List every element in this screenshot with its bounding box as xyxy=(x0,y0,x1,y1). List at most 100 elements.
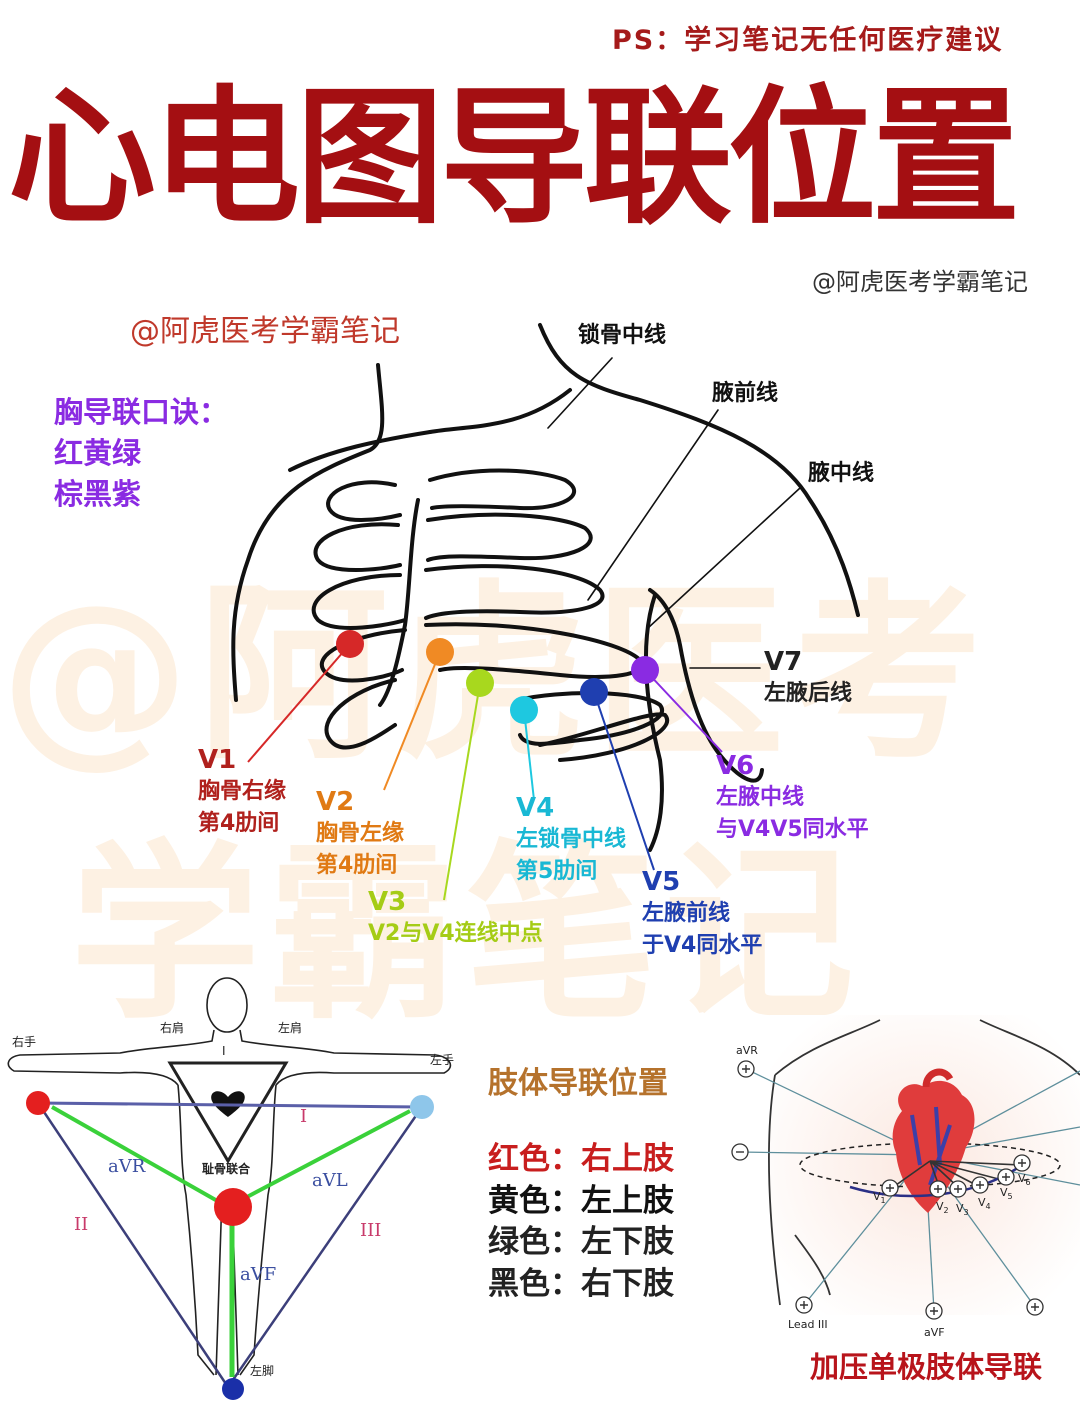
lead-v3-label: V3 V2与V4连线中点 xyxy=(368,886,543,950)
lead-v6-connector xyxy=(644,669,723,753)
limb-row-red-color: 红色： xyxy=(488,1141,581,1177)
mnemonic-colors-2: 棕黑紫 xyxy=(54,477,142,511)
aVF-label: aVF xyxy=(240,1264,277,1285)
aug-v4-sub: 4 xyxy=(985,1202,991,1212)
lead-v2-electrode xyxy=(426,638,454,666)
limb-lead-body-diagram xyxy=(7,977,452,1400)
aorta xyxy=(922,1068,954,1088)
aug-v1-label: V1 xyxy=(873,1190,886,1205)
limb-row-black-limb: 右下肢 xyxy=(581,1266,674,1302)
lead-v2-label: V2 胸骨左缘 第4肋间 xyxy=(316,786,404,882)
limb-row-green-color: 绿色： xyxy=(488,1224,581,1260)
mid-axillary-leader xyxy=(647,487,801,629)
lead-I-top-label: I xyxy=(222,1044,226,1058)
heart-illustration xyxy=(892,1080,975,1213)
lead-v7-desc-1: 左腋后线 xyxy=(764,681,853,706)
lead-v5-electrode xyxy=(580,678,608,706)
aug-v6-label: V6 xyxy=(1018,1172,1031,1187)
mnemonic-colors-1: 红黄绿 xyxy=(54,436,142,470)
lead-III-label: III xyxy=(360,1220,382,1241)
author-handle-left: @阿虎医考学霸笔记 xyxy=(130,314,400,349)
lead-III-line xyxy=(226,1106,424,1388)
lead-v5-connector xyxy=(593,691,655,871)
mnemonic-heading: 胸导联口诀： xyxy=(54,395,229,429)
head-outline xyxy=(206,977,248,1033)
augmented-lead-diagram xyxy=(731,1015,1080,1320)
lead-II-line xyxy=(36,1102,230,1388)
aVR-label: aVR xyxy=(108,1156,146,1177)
lead-v5-label: V5 左腋前线 于V4同水平 xyxy=(642,866,762,962)
lead-v2-desc-1: 胸骨左缘 xyxy=(316,821,405,846)
limb-row-red-limb: 右上肢 xyxy=(581,1141,674,1177)
lead-I-line xyxy=(37,1101,423,1109)
aug-v6-letter: V xyxy=(1018,1172,1026,1185)
anterior-axillary-leader xyxy=(587,409,719,601)
lead-v4-electrode xyxy=(510,696,538,724)
axilla-line xyxy=(648,588,764,783)
rib-l2 xyxy=(313,522,402,572)
rib-l3 xyxy=(311,573,407,630)
aVL-line xyxy=(227,1109,411,1209)
lead-v4-desc-2: 第5肋间 xyxy=(516,859,598,884)
lead-v7-label: V7 左腋后线 xyxy=(764,646,852,710)
author-handle-right: @阿虎医考学霸笔记 xyxy=(812,268,1028,296)
lead-v1-desc-1: 胸骨右缘 xyxy=(198,779,287,804)
aug-v3-letter: V xyxy=(956,1202,964,1215)
rib-r2 xyxy=(426,512,593,562)
aVR-line xyxy=(51,1105,229,1209)
lead-v4-connector xyxy=(523,709,535,801)
aug-v2-sub: 2 xyxy=(943,1206,949,1216)
lead-v7-name: V7 xyxy=(764,647,803,677)
aug-aVF-label: aVF xyxy=(924,1326,945,1339)
left-arm-electrode xyxy=(410,1095,434,1119)
left-hand-label: 左手 xyxy=(430,1053,455,1067)
limb-row-green-limb: 左下肢 xyxy=(581,1224,674,1260)
limb-row-yellow-limb: 左上肢 xyxy=(581,1183,674,1219)
aug-v1-letter: V xyxy=(873,1190,881,1203)
lead-v1-electrode xyxy=(336,630,364,658)
lead-II-label: II xyxy=(74,1214,89,1235)
rib-r1 xyxy=(428,468,577,511)
mid-axillary-line-label: 腋中线 xyxy=(808,461,875,486)
left-shoulder-label: 左肩 xyxy=(278,1021,303,1035)
aug-v2-letter: V xyxy=(936,1200,944,1213)
lead-v3-name: V3 xyxy=(368,887,407,917)
central-terminal-electrode xyxy=(214,1188,252,1226)
aug-v1-sub: 1 xyxy=(880,1196,886,1206)
aug-v5-label: V5 xyxy=(1000,1186,1013,1201)
einthoven-inner-triangle xyxy=(167,1061,289,1164)
aug-v2-label: V2 xyxy=(936,1200,949,1215)
horizontal-plane-ellipse xyxy=(799,1142,1061,1188)
midclavicular-leader xyxy=(547,357,613,429)
plus-signs xyxy=(742,1065,1039,1315)
pubic-symphysis-label: 耻骨联合 xyxy=(202,1162,251,1176)
lead-I-line xyxy=(739,1151,926,1156)
torso-silhouette xyxy=(768,1019,1080,1306)
aug-v5-sub: 5 xyxy=(1007,1192,1013,1202)
lead-v2-desc-2: 第4肋间 xyxy=(316,853,398,878)
lead-v2-connector xyxy=(383,651,441,791)
lead-v6-electrode xyxy=(631,656,659,684)
lead-v3-electrode xyxy=(466,669,494,697)
limb-row-yellow-color: 黄色： xyxy=(488,1183,581,1219)
limb-row-red: 红色：右上肢 xyxy=(488,1133,674,1178)
neck-shoulders xyxy=(7,1029,452,1086)
heart-veins xyxy=(910,1106,952,1186)
disclaimer-note: PS：学习笔记无任何医疗建议 xyxy=(612,25,1004,56)
lead-v5-desc-2: 于V4同水平 xyxy=(642,933,763,958)
watermark-line-2: 学霸笔记 xyxy=(70,824,863,1045)
left-leg-electrode xyxy=(222,1378,244,1400)
lead-v4-label: V4 左锁骨中线 第5肋间 xyxy=(516,792,626,888)
torso-outline xyxy=(177,1084,277,1376)
augmented-lead-title: 加压单极肢体导联 xyxy=(810,1350,1043,1384)
neck-left-outline xyxy=(231,363,385,702)
right-arm-electrode xyxy=(26,1091,50,1115)
rib-l5 xyxy=(324,678,397,750)
aug-v6-sub: 6 xyxy=(1025,1178,1031,1188)
right-shoulder-label: 右肩 xyxy=(160,1021,185,1035)
chest-lead-mnemonic: 胸导联口诀： 红黄绿 棕黑紫 xyxy=(54,392,228,515)
left-foot-label: 左脚 xyxy=(250,1364,275,1378)
lead-v4-desc-1: 左锁骨中线 xyxy=(516,827,627,852)
